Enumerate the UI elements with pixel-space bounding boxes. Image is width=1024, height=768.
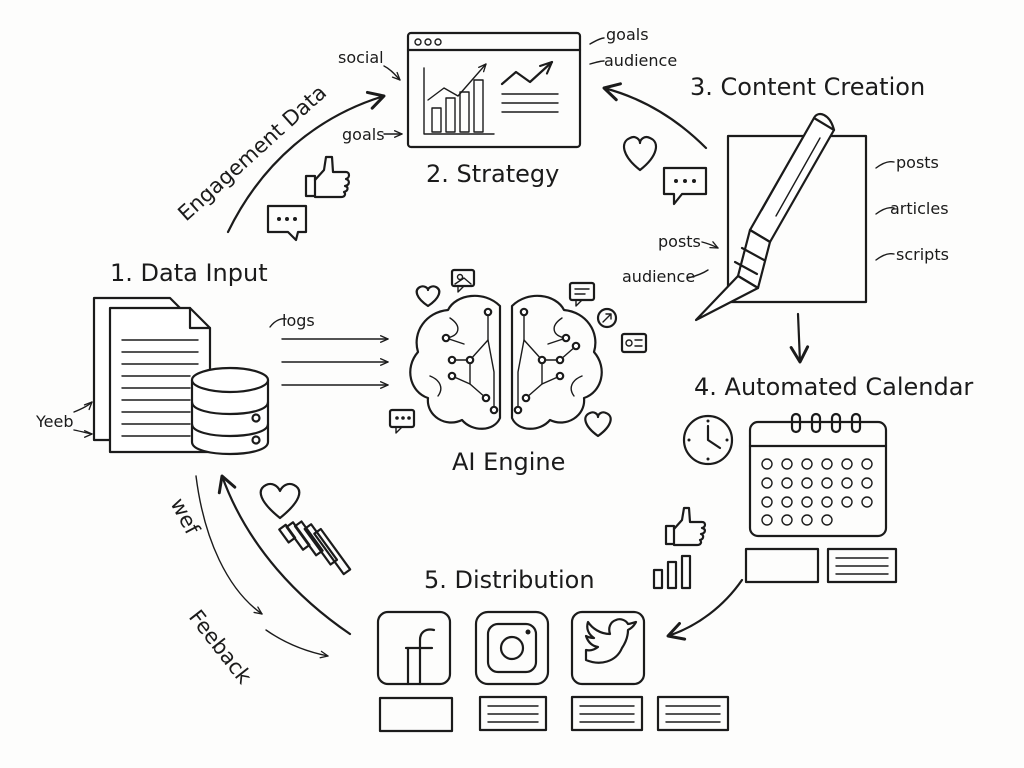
thumbs-up-icon: [664, 506, 707, 547]
audience-content-label: audience: [622, 267, 695, 286]
heart-icon: [584, 411, 612, 438]
goals-right-label: goals: [606, 25, 649, 44]
goals-left-label: goals: [342, 125, 385, 144]
content-to-strategy-arrow: [602, 82, 708, 150]
message-bubble-icon: [568, 281, 596, 307]
social-label: social: [338, 48, 384, 67]
bar-chart-icon: [652, 554, 692, 590]
brain-icon: [409, 294, 603, 430]
step-2-title: 2. Strategy: [426, 160, 559, 188]
database-icon: [190, 366, 270, 456]
calendar-to-distribution-arrow: [666, 578, 744, 641]
step-3-title: 3. Content Creation: [690, 73, 925, 101]
facebook-icon[interactable]: [376, 610, 452, 686]
feedback-label: Feeback: [184, 605, 257, 689]
engagement-data-label: Engagement Data: [173, 80, 331, 225]
pen-icon: [694, 112, 836, 322]
profile-bubble-icon: [620, 332, 648, 354]
clock-icon: [682, 414, 734, 466]
step-4-title: 4. Automated Calendar: [694, 373, 973, 401]
articles-label: articles: [890, 199, 949, 218]
heart-icon: [622, 135, 658, 172]
documents-icon: [92, 296, 212, 454]
feedback-arrow-bottom: [265, 629, 329, 659]
ai-engine-title: AI Engine: [452, 448, 565, 476]
audience-strategy-label: audience: [604, 51, 677, 70]
feedback-arrow-outer: [217, 474, 352, 636]
calendar-cards: [744, 547, 898, 584]
content-to-calendar-arrow: [789, 312, 810, 364]
posts-left-label: posts: [658, 232, 701, 251]
dashboard-window-icon: [406, 31, 582, 149]
engagement-data-arrow: [226, 90, 386, 234]
yeeb-label: Yeeb: [35, 412, 74, 431]
wef-label: wef: [166, 494, 205, 539]
posts-right-label: posts: [896, 153, 939, 172]
logs-label: logs: [282, 311, 315, 330]
feedback-arrow-inner: [195, 475, 263, 615]
heart-icon: [259, 482, 301, 520]
chat-bubble-icon: [388, 408, 416, 434]
share-icon: [596, 307, 618, 329]
heart-icon: [415, 285, 441, 308]
distribution-cards: [378, 695, 730, 733]
step-1-title: 1. Data Input: [110, 259, 268, 287]
scripts-label: scripts: [896, 245, 949, 264]
step-5-title: 5. Distribution: [424, 566, 595, 594]
twitter-icon[interactable]: [570, 610, 646, 686]
chat-bubble-icon: [662, 166, 708, 206]
content-document: [726, 134, 868, 304]
chat-bubble-icon: [266, 204, 308, 242]
calendar-icon: [748, 412, 888, 538]
declining-bars-icon: [278, 520, 352, 576]
instagram-icon[interactable]: [474, 610, 550, 686]
image-bubble-icon: [450, 268, 476, 293]
logs-arrows: [269, 318, 389, 389]
thumbs-up-icon: [304, 155, 351, 199]
